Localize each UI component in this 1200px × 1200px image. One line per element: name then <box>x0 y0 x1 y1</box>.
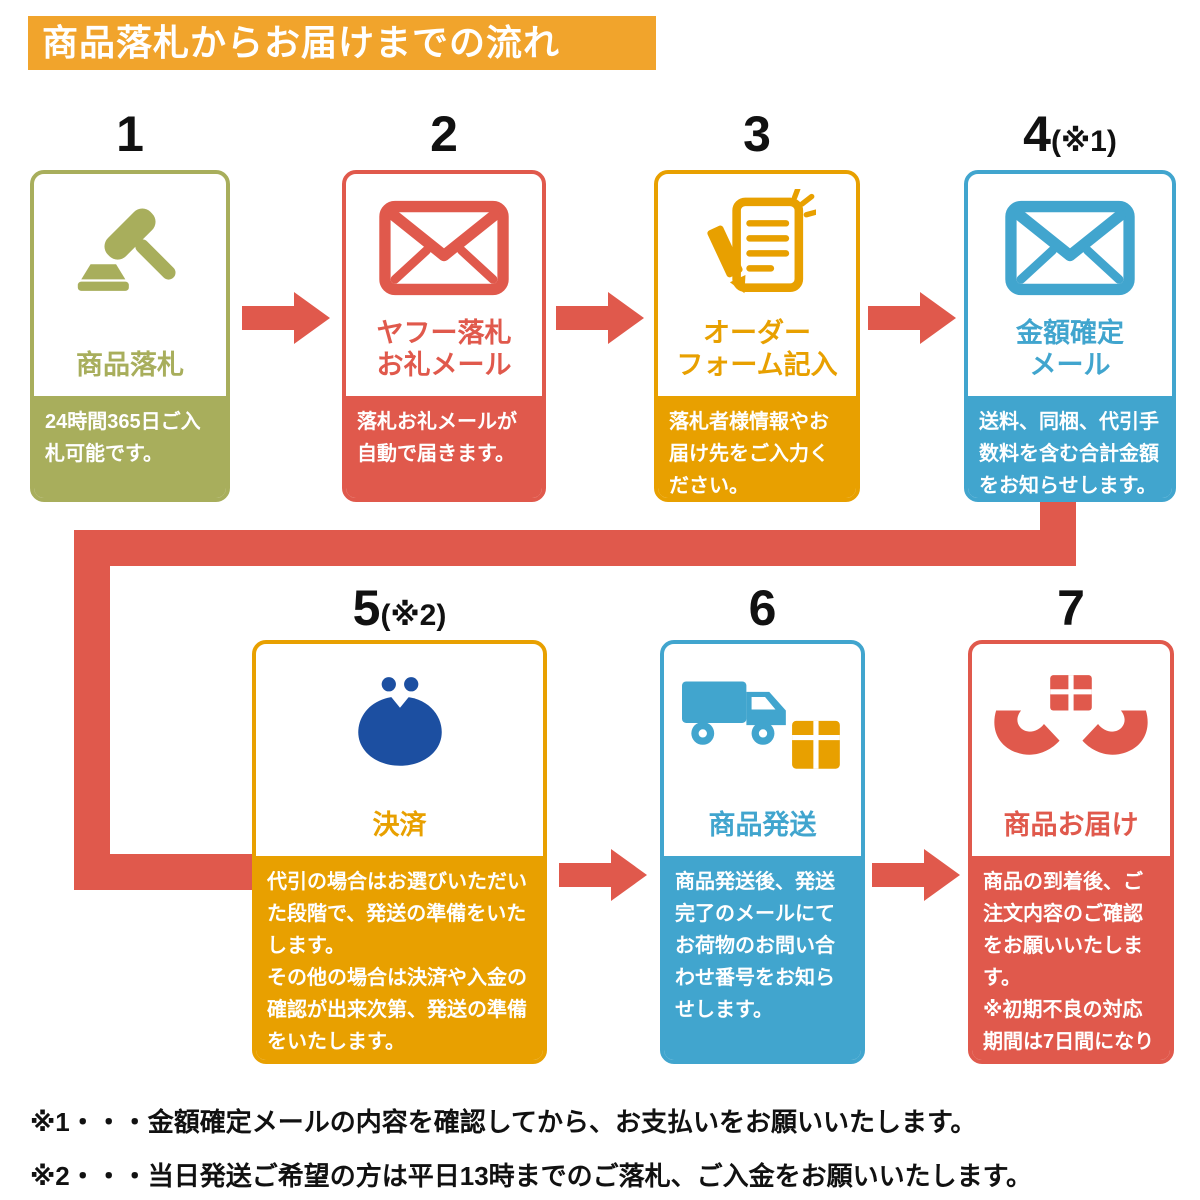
mail-icon <box>968 174 1172 314</box>
arrow-right-icon <box>868 292 956 344</box>
step-title: 商品落札 <box>76 350 184 381</box>
step-number-1: 1 <box>30 104 230 164</box>
flow-connector-left-down <box>74 530 110 890</box>
number-note: (※2) <box>380 599 447 632</box>
mail-icon <box>346 174 542 314</box>
number-note: (※1) <box>1050 125 1117 158</box>
step-body: 落札者様情報やお届け先をご入力ください。 <box>658 396 856 498</box>
step-title: 商品発送 <box>708 810 817 841</box>
number-text: 6 <box>748 580 777 636</box>
step-card-shipping: 商品発送 商品発送後、発送完了のメールにてお荷物のお問い合わせ番号をお知らせしま… <box>660 640 865 1064</box>
step-number-4: 4(※1) <box>964 104 1176 164</box>
step-body: 商品の到着後、ご注文内容のご確認をお願いいたします。 ※初期不良の対応期間は7日… <box>972 856 1170 1060</box>
arrow-right-icon <box>242 292 330 344</box>
step-card-thankyou-mail: ヤフー落札 お礼メール 落札お礼メールが自動で届きます。 <box>342 170 546 502</box>
gavel-icon <box>34 174 226 314</box>
number-text: 2 <box>430 106 458 162</box>
step-title: 決済 <box>372 810 427 841</box>
page-title: 商品落札からお届けまでの流れ <box>28 16 656 70</box>
step-body: 商品発送後、発送完了のメールにてお荷物のお問い合わせ番号をお知らせします。 <box>664 856 861 1060</box>
step-number-2: 2 <box>342 104 546 164</box>
step-card-payment: 決済 代引の場合はお選びいただいた段階で、発送の準備をいたします。 その他の場合… <box>252 640 547 1064</box>
step-card-delivery: 商品お届け 商品の到着後、ご注文内容のご確認をお願いいたします。 ※初期不良の対… <box>968 640 1174 1064</box>
number-text: 7 <box>1057 580 1085 636</box>
step-number-5: 5(※2) <box>252 578 547 638</box>
step-title: 金額確定 メール <box>1016 318 1124 381</box>
delivery-truck-icon <box>664 644 861 794</box>
step-title: 商品お届け <box>1003 810 1139 841</box>
step-number-3: 3 <box>654 104 860 164</box>
step-body: 24時間365日ご入札可能です。 <box>34 396 226 498</box>
arrow-right-icon <box>872 849 960 901</box>
step-card-auction-win: 商品落札 24時間365日ご入札可能です。 <box>30 170 230 502</box>
step-body: 代引の場合はお選びいただいた段階で、発送の準備をいたします。 その他の場合は決済… <box>256 856 543 1060</box>
order-form-icon <box>658 174 856 314</box>
step-card-price-mail: 金額確定 メール 送料、同梱、代引手数料を含む合計金額をお知らせします。 <box>964 170 1176 502</box>
number-text: 4 <box>1023 106 1051 162</box>
flow-connector-across <box>74 530 1076 566</box>
footnote-1: ※1・・・金額確定メールの内容を確認してから、お支払いをお願いいたします。 <box>30 1107 977 1137</box>
step-body: 落札お礼メールが自動で届きます。 <box>346 396 542 498</box>
footnote-2: ※2・・・当日発送ご希望の方は平日13時までのご落札、ご入金をお願いいたします。 <box>30 1161 1033 1191</box>
coin-purse-icon <box>256 644 543 794</box>
number-text: 5 <box>352 580 381 636</box>
step-title: オーダー フォーム記入 <box>676 318 838 381</box>
step-card-order-form: オーダー フォーム記入 落札者様情報やお届け先をご入力ください。 <box>654 170 860 502</box>
step-title: ヤフー落札 お礼メール <box>376 318 512 381</box>
hands-package-icon <box>972 644 1170 794</box>
arrow-right-icon <box>556 292 644 344</box>
arrow-right-icon <box>559 849 647 901</box>
step-number-6: 6 <box>660 578 865 638</box>
step-number-7: 7 <box>968 578 1174 638</box>
flow-connector-into-step5 <box>74 854 252 890</box>
number-text: 1 <box>116 106 144 162</box>
step-body: 送料、同梱、代引手数料を含む合計金額をお知らせします。 <box>968 396 1172 498</box>
page-title-text: 商品落札からお届けまでの流れ <box>42 22 561 63</box>
number-text: 3 <box>743 106 771 162</box>
